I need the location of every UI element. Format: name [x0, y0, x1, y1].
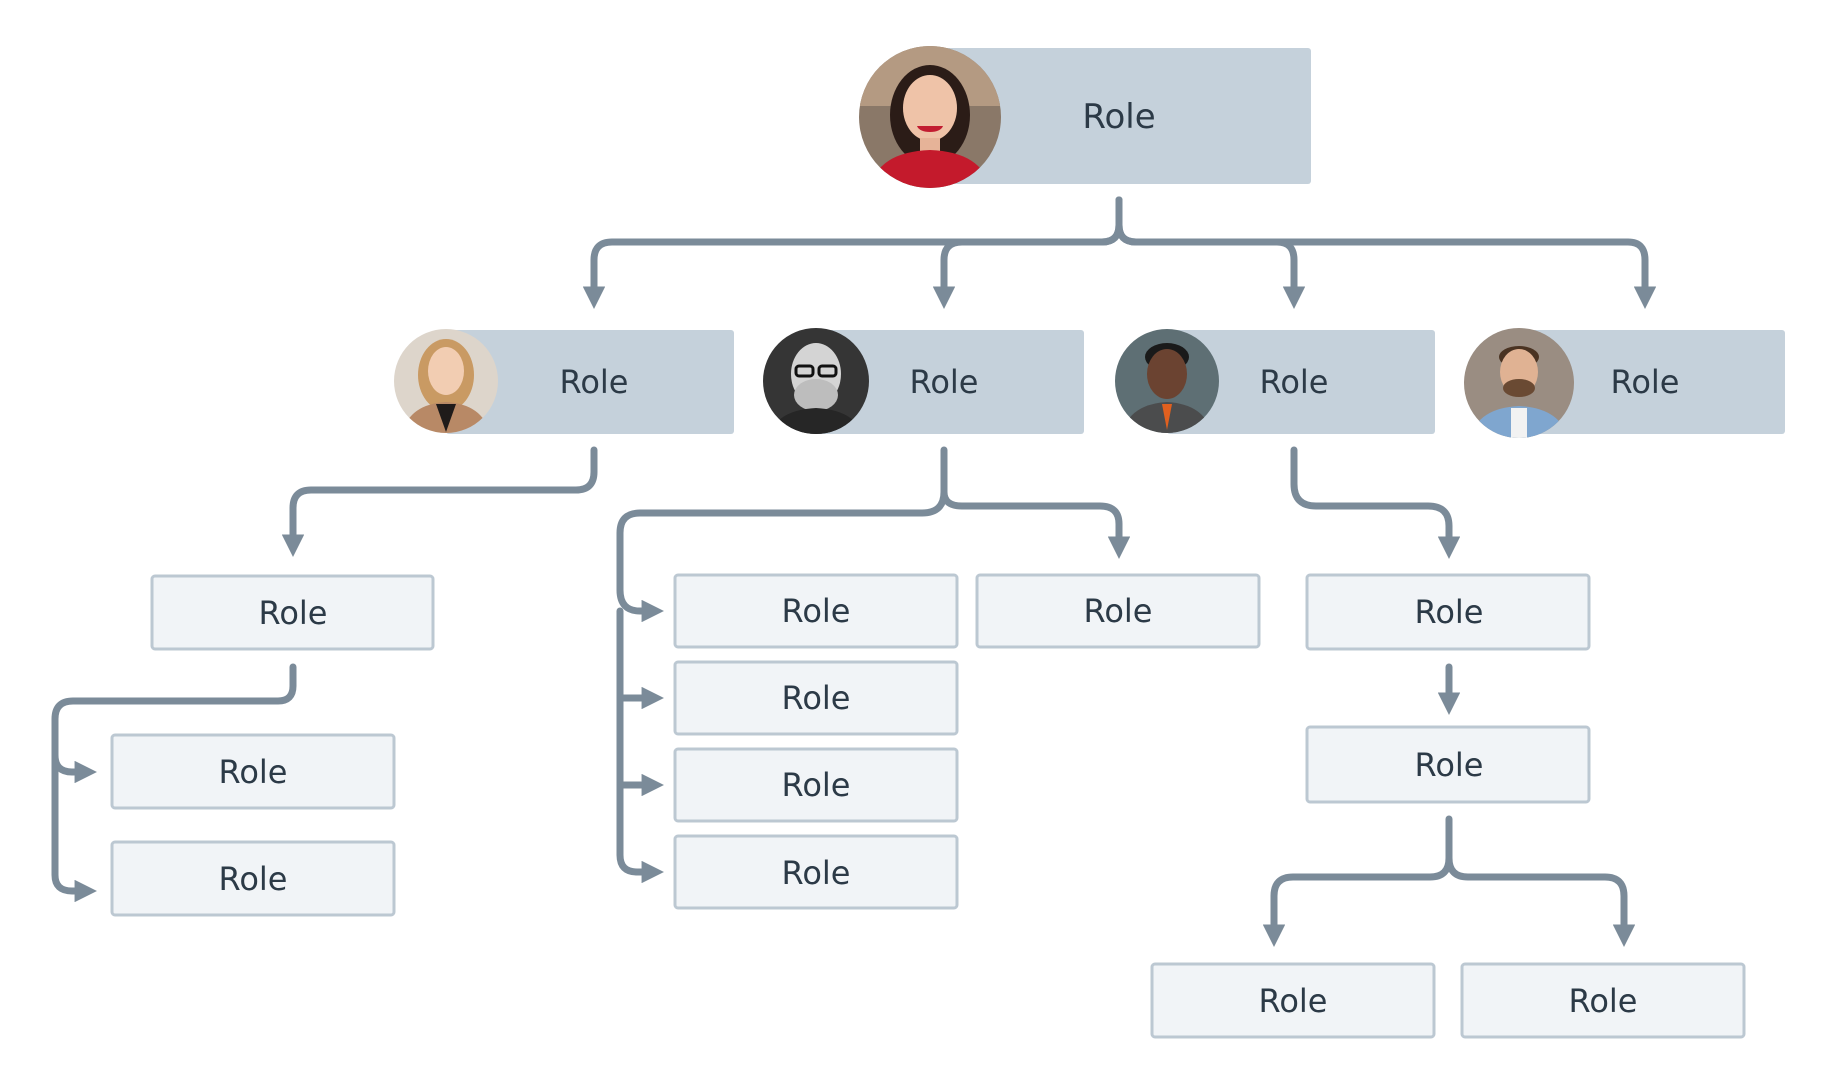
root-node[interactable]: Role [859, 46, 1311, 188]
manager-node-4[interactable]: Role [1464, 328, 1785, 438]
m2-list-node-2[interactable]: Role [673, 660, 959, 736]
m1-grandchild-node-2[interactable]: Role [110, 840, 396, 917]
m1-child-node-box [150, 574, 435, 651]
manager-node-3-box [1167, 330, 1435, 434]
m2-list-node-1[interactable]: Role [673, 573, 959, 649]
manager-node-3-label: Role [1260, 363, 1329, 401]
manager-node-2[interactable]: Role [763, 328, 1084, 434]
m2-list-node-2-box [673, 660, 959, 736]
manager-node-2-box [816, 330, 1084, 434]
m3-grandchild-node-label: Role [1415, 746, 1484, 784]
m2-list-node-1-label: Role [782, 592, 851, 630]
connector-root-m3 [1115, 196, 1306, 309]
m2-list-node-4-label: Role [782, 854, 851, 892]
manager-node-1-box [446, 330, 734, 434]
connector-m2-list [616, 446, 948, 623]
m3-child-node-label: Role [1415, 593, 1484, 631]
m2-list-node-3[interactable]: Role [673, 747, 959, 823]
connector-root-branch [582, 196, 1123, 309]
connector-m3-child [1290, 446, 1461, 559]
connector-m2-list-3 [616, 694, 664, 797]
m3-grandchild-node-box [1305, 725, 1591, 804]
m1-child-node-label: Role [259, 594, 328, 632]
connector-m1child-g1 [51, 663, 297, 784]
m2-side-node-box [975, 573, 1261, 649]
avatar-man-glasses-bw-icon [763, 328, 869, 434]
m3-grandchild-node[interactable]: Role [1305, 725, 1591, 804]
m3-leaf-node-1[interactable]: Role [1150, 962, 1436, 1039]
m3-leaf-node-2-label: Role [1569, 982, 1638, 1020]
connector-m3-leaf-1 [1262, 815, 1453, 947]
manager-node-3[interactable]: Role [1115, 329, 1435, 434]
m3-leaf-node-2-box [1460, 962, 1746, 1039]
manager-node-2-label: Role [910, 363, 979, 401]
m2-list-node-4[interactable]: Role [673, 834, 959, 910]
m2-list-node-2-label: Role [782, 679, 851, 717]
m1-child-node[interactable]: Role [150, 574, 435, 651]
m1-grandchild-node-1-box [110, 733, 396, 810]
m2-list-node-3-box [673, 747, 959, 823]
m2-side-node-label: Role [1084, 592, 1153, 630]
connector-root-m4 [1115, 196, 1657, 309]
m3-child-node-box [1305, 573, 1591, 651]
avatar-man-denim-shirt-icon [1464, 328, 1574, 438]
m2-list-node-1-box [673, 573, 959, 649]
manager-node-1-label: Role [560, 363, 629, 401]
root-node-label: Role [1082, 97, 1155, 137]
manager-node-4-label: Role [1611, 363, 1680, 401]
connector-m2-list-2 [616, 607, 664, 710]
m1-grandchild-node-2-label: Role [219, 860, 288, 898]
avatar-woman-blonde-icon [394, 329, 498, 433]
root-node-box [930, 48, 1311, 184]
m2-side-node[interactable]: Role [975, 573, 1261, 649]
m3-leaf-node-1-label: Role [1259, 982, 1328, 1020]
connector-m3-leaf-2 [1445, 854, 1636, 947]
m3-child-node[interactable]: Role [1305, 573, 1591, 651]
manager-node-4-box [1519, 330, 1785, 434]
m1-grandchild-node-1[interactable]: Role [110, 733, 396, 810]
connector-m2-side [940, 488, 1131, 559]
m3-leaf-node-1-box [1150, 962, 1436, 1039]
m2-list-node-4-box [673, 834, 959, 910]
manager-node-1[interactable]: Role [394, 329, 734, 434]
connectors [51, 196, 1657, 947]
avatar-man-vest-icon [1115, 329, 1219, 433]
m1-grandchild-node-1-label: Role [219, 753, 288, 791]
connector-m1child-g2 [51, 751, 97, 903]
m1-grandchild-node-2-box [110, 840, 396, 917]
connector-m1-child [281, 446, 598, 557]
avatar-woman-red-top-icon [859, 46, 1001, 188]
connector-m2-list-4 [616, 781, 664, 884]
connector-root-m2 [932, 196, 1123, 309]
m2-list-node-3-label: Role [782, 766, 851, 804]
m3-leaf-node-2[interactable]: Role [1460, 962, 1746, 1039]
